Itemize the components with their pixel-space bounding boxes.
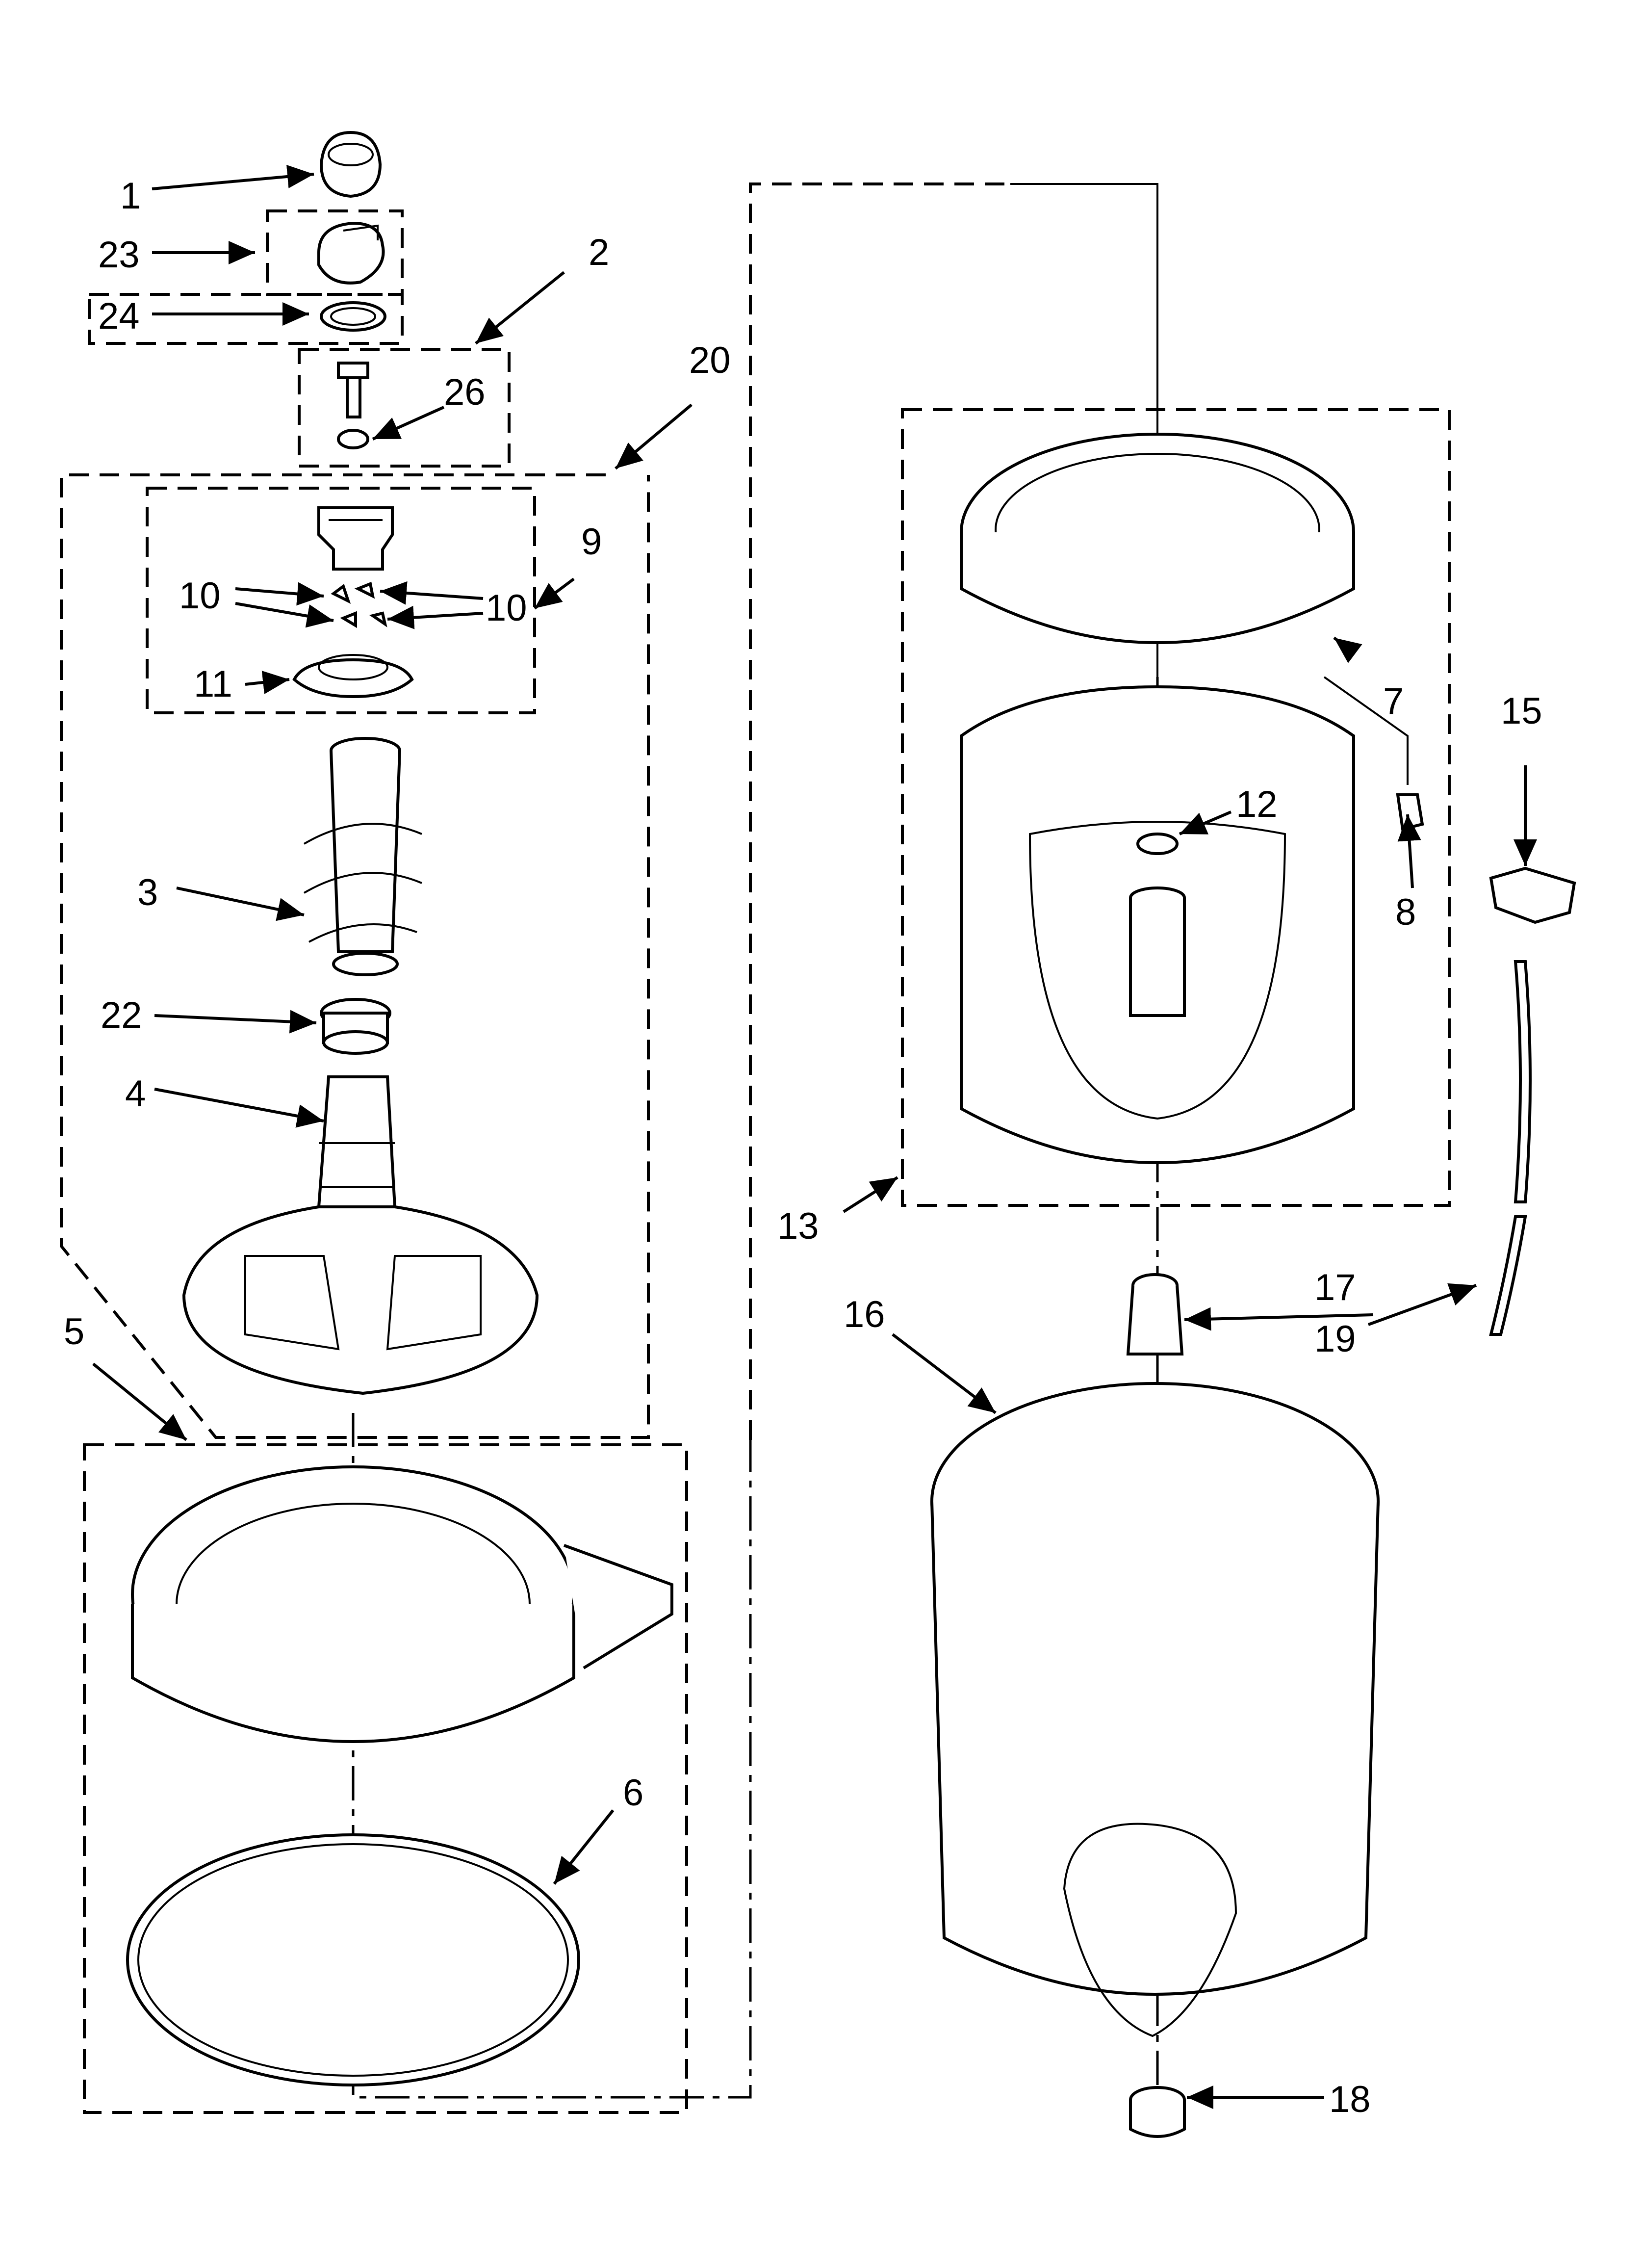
box-2	[298, 348, 511, 468]
box-13	[901, 408, 1451, 1207]
callout-12: 12	[1236, 783, 1278, 825]
part-12-nut	[1136, 833, 1179, 855]
callout-10-right: 10	[486, 587, 527, 629]
part-23-cam	[317, 221, 385, 285]
part-7-balance-ring	[960, 433, 1355, 644]
callout-18: 18	[1329, 2079, 1371, 2120]
callout-15: 15	[1501, 690, 1542, 732]
callout-11: 11	[194, 663, 232, 705]
callout-8: 8	[1395, 891, 1416, 933]
part-5-tub-ring	[131, 1465, 673, 1743]
callout-10-left: 10	[179, 575, 221, 617]
part-15-connector	[1489, 866, 1576, 924]
part-17-bushing	[1126, 1273, 1184, 1356]
callout-16: 16	[844, 1294, 885, 1335]
callout-7: 7	[1383, 680, 1404, 722]
callout-2: 2	[589, 232, 609, 273]
part-1-cap	[319, 130, 382, 198]
callout-labels: 1 2 3 4 5 6 7 8 9 10 10 11 12 13 15 16 1…	[64, 175, 1542, 2120]
callout-9: 9	[581, 521, 602, 563]
box-24	[88, 293, 404, 345]
callout-22: 22	[101, 994, 142, 1036]
box-5	[83, 1443, 688, 2114]
callout-6: 6	[623, 1772, 643, 1814]
part-4-agitator-base	[182, 1075, 539, 1395]
leader-arrows	[92, 164, 1537, 2109]
box-shaft-route	[749, 182, 1005, 1440]
part-2-bolt	[337, 362, 369, 449]
callout-26: 26	[444, 371, 486, 413]
part-24-ring	[320, 301, 386, 332]
callout-13: 13	[777, 1205, 819, 1247]
callout-17: 17	[1314, 1267, 1356, 1308]
callout-23: 23	[98, 234, 140, 276]
group-boxes	[60, 182, 1451, 2114]
part-19-hose	[1489, 960, 1532, 1336]
box-20	[60, 473, 650, 1439]
part-6-seal-ring	[126, 1833, 580, 2086]
part-10-dogs	[331, 581, 387, 628]
callout-24: 24	[98, 295, 140, 337]
callout-1: 1	[120, 175, 141, 217]
part-13-spin-basket	[960, 685, 1355, 1164]
part-16-outer-tub	[930, 1382, 1380, 2037]
part-3-agitator-auger	[303, 737, 422, 976]
callout-20: 20	[689, 339, 731, 381]
callout-4: 4	[125, 1073, 146, 1115]
part-18-plug	[1129, 2086, 1186, 2138]
callout-3: 3	[137, 872, 158, 913]
callout-19: 19	[1314, 1318, 1356, 1360]
part-22-coupling	[320, 998, 391, 1055]
part-9-dog-housing	[317, 506, 394, 571]
callout-5: 5	[64, 1311, 84, 1353]
part-11-retainer	[292, 654, 414, 699]
